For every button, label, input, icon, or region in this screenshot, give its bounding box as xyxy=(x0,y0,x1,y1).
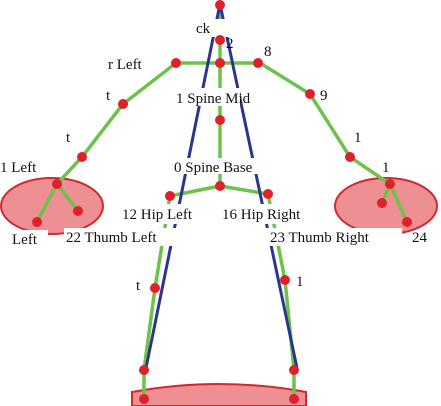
joint-ankle-left xyxy=(139,365,149,375)
joint-wrist-left xyxy=(77,152,87,162)
joint-hand-left xyxy=(52,179,62,189)
joint-shoulder-left xyxy=(171,58,181,68)
label-neck: ck xyxy=(196,21,211,37)
joint-foot-left xyxy=(139,394,149,404)
feet-band xyxy=(131,383,307,406)
label-thumb-left: 22 Thumb Left xyxy=(66,230,157,246)
joint-hand-right xyxy=(385,179,395,189)
label-handtip-right-index: 24 xyxy=(412,230,428,246)
joint-spine-base xyxy=(215,181,225,191)
label-wrist-right-index: 1 xyxy=(354,130,362,146)
joint-elbow-right xyxy=(305,89,315,99)
joint-shoulder-right xyxy=(253,58,263,68)
joint-knee-right xyxy=(280,275,290,285)
joint-handtip-right xyxy=(402,217,412,227)
joint-foot-right xyxy=(289,394,299,404)
joint-thumb-left xyxy=(73,206,83,216)
joint-hip-right xyxy=(263,189,273,199)
joint-knee-left xyxy=(150,283,160,293)
label-hip-left: 12 Hip Left xyxy=(122,207,193,223)
joint-elbow-left xyxy=(118,99,128,109)
label-neck-index: 2 xyxy=(226,36,234,52)
label-shoulder-right-index: 8 xyxy=(264,44,272,60)
label-elbow-left: t xyxy=(106,88,111,104)
joint-handtip-left xyxy=(32,217,42,227)
label-spine-mid: 1 Spine Mid xyxy=(176,91,251,107)
joint-neck xyxy=(215,35,225,45)
joint-head xyxy=(215,0,225,10)
label-thumb-right: 23 Thumb Right xyxy=(270,230,370,246)
axis-line-left xyxy=(144,2,222,370)
joint-wrist-right xyxy=(345,152,355,162)
axis-line-right xyxy=(218,2,299,370)
label-shoulder-left: r Left xyxy=(108,57,143,73)
label-handtip-left: Left xyxy=(12,232,38,248)
joint-spine-shoulder xyxy=(215,58,225,68)
label-hand-left: 1 Left xyxy=(0,160,37,176)
label-hand-right-index: 1 xyxy=(382,160,390,176)
label-knee-left: t xyxy=(136,278,141,294)
label-elbow-right-index: 9 xyxy=(320,88,328,104)
joint-spine-mid xyxy=(215,115,225,125)
label-wrist-left: t xyxy=(66,130,71,146)
label-spine-base: 0 Spine Base xyxy=(174,160,253,176)
joint-hip-left xyxy=(165,191,175,201)
label-hip-right: 16 Hip Right xyxy=(222,207,301,223)
label-knee-right-index: 1 xyxy=(296,274,304,290)
left-hand-ellipse xyxy=(0,177,104,235)
bone-left-thumb xyxy=(55,182,80,213)
joint-ankle-right xyxy=(289,365,299,375)
joint-thumb-right xyxy=(377,198,387,208)
